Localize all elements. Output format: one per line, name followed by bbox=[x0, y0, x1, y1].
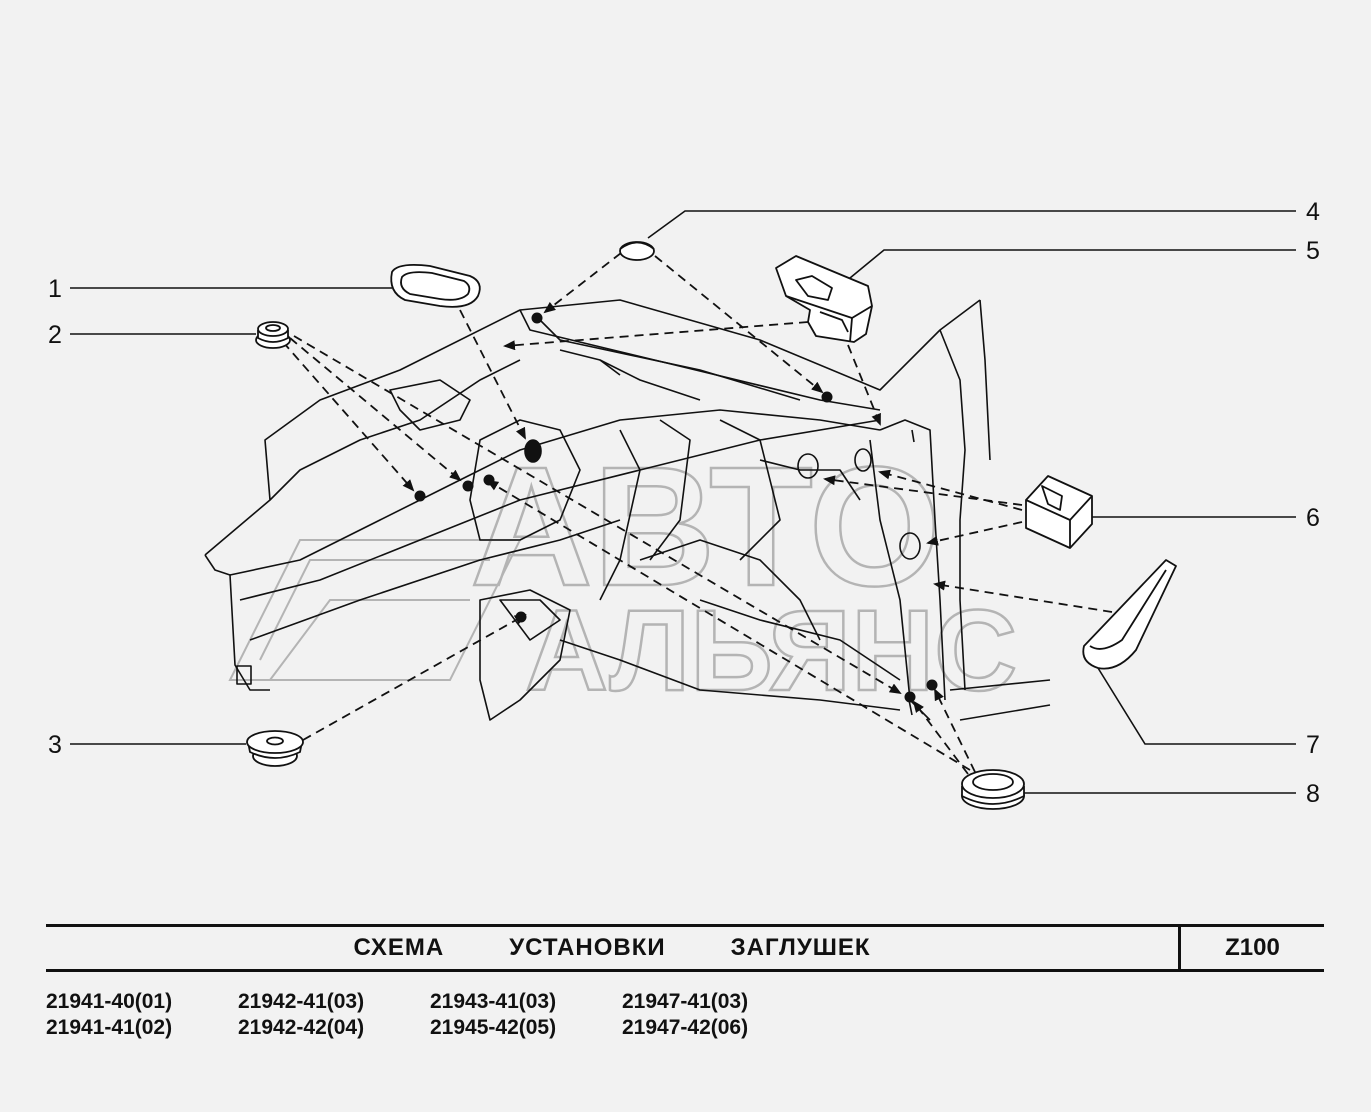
model-list: 21941-40(01) 21942-41(03) 21943-41(03) 2… bbox=[46, 990, 946, 1040]
title-block: СХЕМА УСТАНОВКИ ЗАГЛУШЕК Z100 bbox=[46, 924, 1324, 972]
part-2-small-plug bbox=[255, 321, 291, 349]
part-1-oval-grommet bbox=[390, 263, 481, 308]
callout-number-5: 5 bbox=[1306, 237, 1320, 265]
part-7-wedge-pad bbox=[1082, 559, 1177, 670]
leader-lines bbox=[70, 210, 1296, 794]
model-item: 21942-41(03) bbox=[238, 990, 365, 1013]
diagram-title: СХЕМА УСТАНОВКИ ЗАГЛУШЕК bbox=[353, 934, 871, 961]
callout-number-4: 4 bbox=[1306, 198, 1320, 226]
model-item: 21945-42(05) bbox=[430, 1016, 557, 1039]
model-item: 21947-41(03) bbox=[622, 990, 749, 1013]
title-divider bbox=[1178, 927, 1181, 969]
part-6-block-pad bbox=[1025, 475, 1093, 549]
callout-number-3: 3 bbox=[48, 731, 62, 759]
model-item: 21947-42(06) bbox=[622, 1016, 749, 1039]
dashed-arrows bbox=[282, 252, 1113, 775]
model-item: 21943-41(03) bbox=[430, 990, 557, 1013]
parts-diagram: АВТО АЛЬЯНС bbox=[70, 210, 1296, 810]
model-item: 21941-40(01) bbox=[46, 990, 173, 1013]
callout-number-7: 7 bbox=[1306, 731, 1320, 759]
part-5-bracket-insert bbox=[775, 255, 873, 343]
part-8-large-grommet bbox=[961, 769, 1025, 810]
callout-number-6: 6 bbox=[1306, 504, 1320, 532]
callout-number-1: 1 bbox=[48, 275, 62, 303]
callout-number-8: 8 bbox=[1306, 780, 1320, 808]
callout-number-2: 2 bbox=[48, 321, 62, 349]
mounting-points bbox=[414, 312, 938, 703]
diagram-code: Z100 bbox=[1225, 934, 1280, 961]
part-4-round-cap bbox=[619, 241, 655, 261]
car-body-illustration bbox=[204, 299, 1051, 721]
model-item: 21942-42(04) bbox=[238, 1016, 365, 1039]
model-item: 21941-41(02) bbox=[46, 1016, 173, 1039]
part-3-large-plug bbox=[246, 730, 304, 767]
